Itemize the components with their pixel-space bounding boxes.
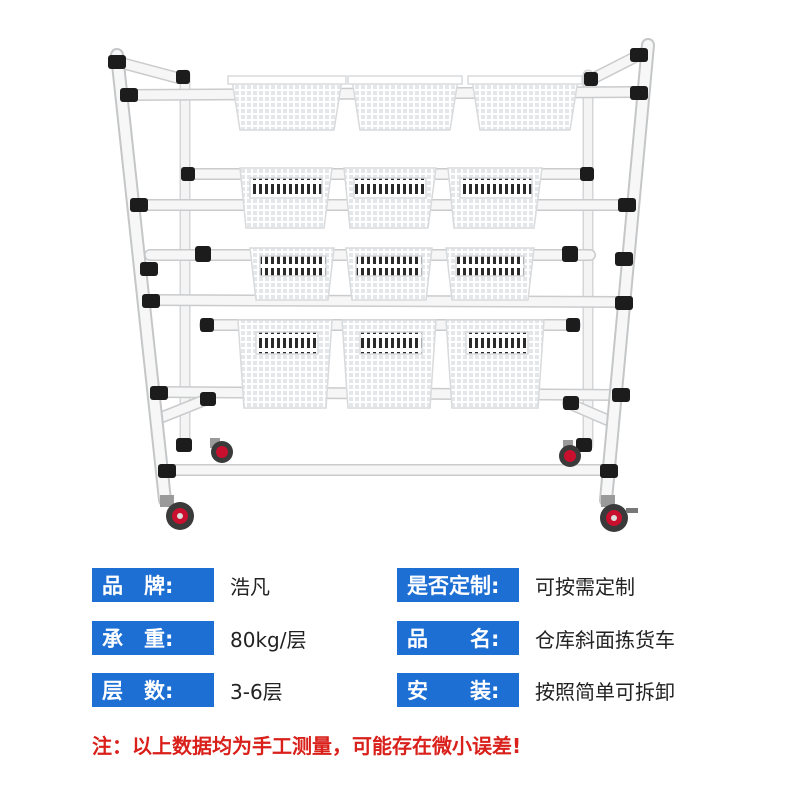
spec-value-layers: 3-6层 <box>230 679 283 704</box>
spec-value-install: 按照简单可拆卸 <box>535 679 675 704</box>
spec-label-install: 安 装: <box>397 673 519 707</box>
spec-value-product-name: 仓库斜面拣货车 <box>535 627 675 652</box>
spec-value-custom: 可按需定制 <box>535 574 635 599</box>
spec-label-layers: 层 数: <box>92 673 214 707</box>
spec-label-custom: 是否定制: <box>397 568 519 602</box>
spec-label-load: 承 重: <box>92 621 214 655</box>
spec-label-brand: 品 牌: <box>92 568 214 602</box>
spec-label-product-name: 品 名: <box>397 621 519 655</box>
spec-value-load: 80kg/层 <box>230 627 307 652</box>
spec-value-brand: 浩凡 <box>230 574 270 599</box>
measurement-note: 注：以上数据均为手工测量，可能存在微小误差! <box>92 734 522 758</box>
rack-cart-icon <box>108 38 655 532</box>
